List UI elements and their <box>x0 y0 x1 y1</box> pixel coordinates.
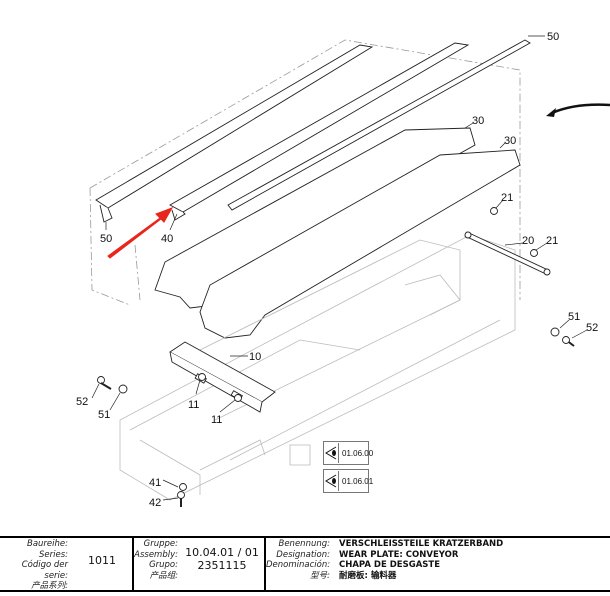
designation-cn: 耐磨板: 输料器 <box>339 570 397 581</box>
assembly-boundary <box>89 39 521 306</box>
label-model-cn: 型号: <box>310 570 330 581</box>
callout-30: 30 <box>472 115 484 127</box>
callout-20: 20 <box>522 235 534 247</box>
callout-30: 30 <box>504 135 516 147</box>
callout-11: 11 <box>211 414 222 426</box>
label-grupo: Grupo: <box>149 560 178 570</box>
label-benennung: Benennung: <box>278 539 331 549</box>
reference-number: 01.06.00 <box>342 448 374 458</box>
callout-21: 21 <box>501 192 513 204</box>
shaft-20 <box>464 231 551 276</box>
designation-values: VERSCHLEISSTEILE KRATZERBAND WEAR PLATE:… <box>339 539 503 581</box>
callout-10: 10 <box>249 351 261 363</box>
leader-lines <box>91 35 588 501</box>
label-series: Series: <box>38 549 68 560</box>
wear-plates-30 <box>154 127 521 339</box>
group-value: 2351115 <box>197 559 247 572</box>
series-labels: Baureihe: Series: Código der serie: 产品系列… <box>0 539 68 592</box>
fasteners <box>97 207 575 507</box>
callout-50: 50 <box>100 233 112 245</box>
label-codigo-serie: Código der serie: <box>21 560 68 581</box>
divider <box>132 538 134 590</box>
wear-plate-rails <box>95 39 531 223</box>
reference-view-link[interactable]: 01.06.01 <box>323 469 373 493</box>
arrowhead-icon <box>546 108 556 117</box>
label-designation: Designation: <box>276 549 330 560</box>
divider <box>264 538 266 590</box>
label-assembly: Assembly: <box>134 549 178 560</box>
callout-11: 11 <box>188 399 199 411</box>
label-denominacion: Denominación: <box>266 560 331 570</box>
reference-view-link[interactable]: 01.06.00 <box>323 441 373 465</box>
callout-42: 42 <box>149 497 161 509</box>
callout-52: 52 <box>586 322 598 334</box>
callout-52: 52 <box>76 396 88 408</box>
callout-50: 50 <box>547 31 559 43</box>
label-series-cn: 产品系列: <box>31 581 68 591</box>
designation-de: VERSCHLEISSTEILE KRATZERBAND <box>339 539 504 549</box>
designation-en: WEAR PLATE: CONVEYOR <box>339 549 459 560</box>
reference-number: 01.06.01 <box>342 476 374 486</box>
callout-21: 21 <box>546 235 558 247</box>
exploded-parts-diagram: 50 30 30 21 20 21 51 52 50 40 10 52 51 1… <box>76 31 610 509</box>
callout-51: 51 <box>568 311 580 323</box>
label-group-cn: 产品组: <box>149 570 178 581</box>
label-gruppe: Gruppe: <box>143 539 178 549</box>
designation-es: CHAPA DE DESGASTE <box>339 560 441 570</box>
eye-icon <box>324 471 339 491</box>
eye-icon <box>324 443 339 463</box>
callout-40: 40 <box>161 233 173 245</box>
series-value: 1011 <box>88 554 116 567</box>
highlight-arrow <box>107 207 174 259</box>
view-direction-arrow <box>551 103 610 115</box>
title-block: Baureihe: Series: Código der serie: 产品系列… <box>0 536 610 592</box>
assembly-value: 10.04.01 / 01 <box>185 546 259 559</box>
callout-41: 41 <box>149 477 161 489</box>
designation-labels: Benennung: Designation: Denominación: 型号… <box>266 539 330 581</box>
label-baureihe: Baureihe: <box>27 539 68 549</box>
callout-51: 51 <box>98 409 110 421</box>
group-labels: Gruppe: Assembly: Grupo: 产品组: <box>134 539 178 581</box>
